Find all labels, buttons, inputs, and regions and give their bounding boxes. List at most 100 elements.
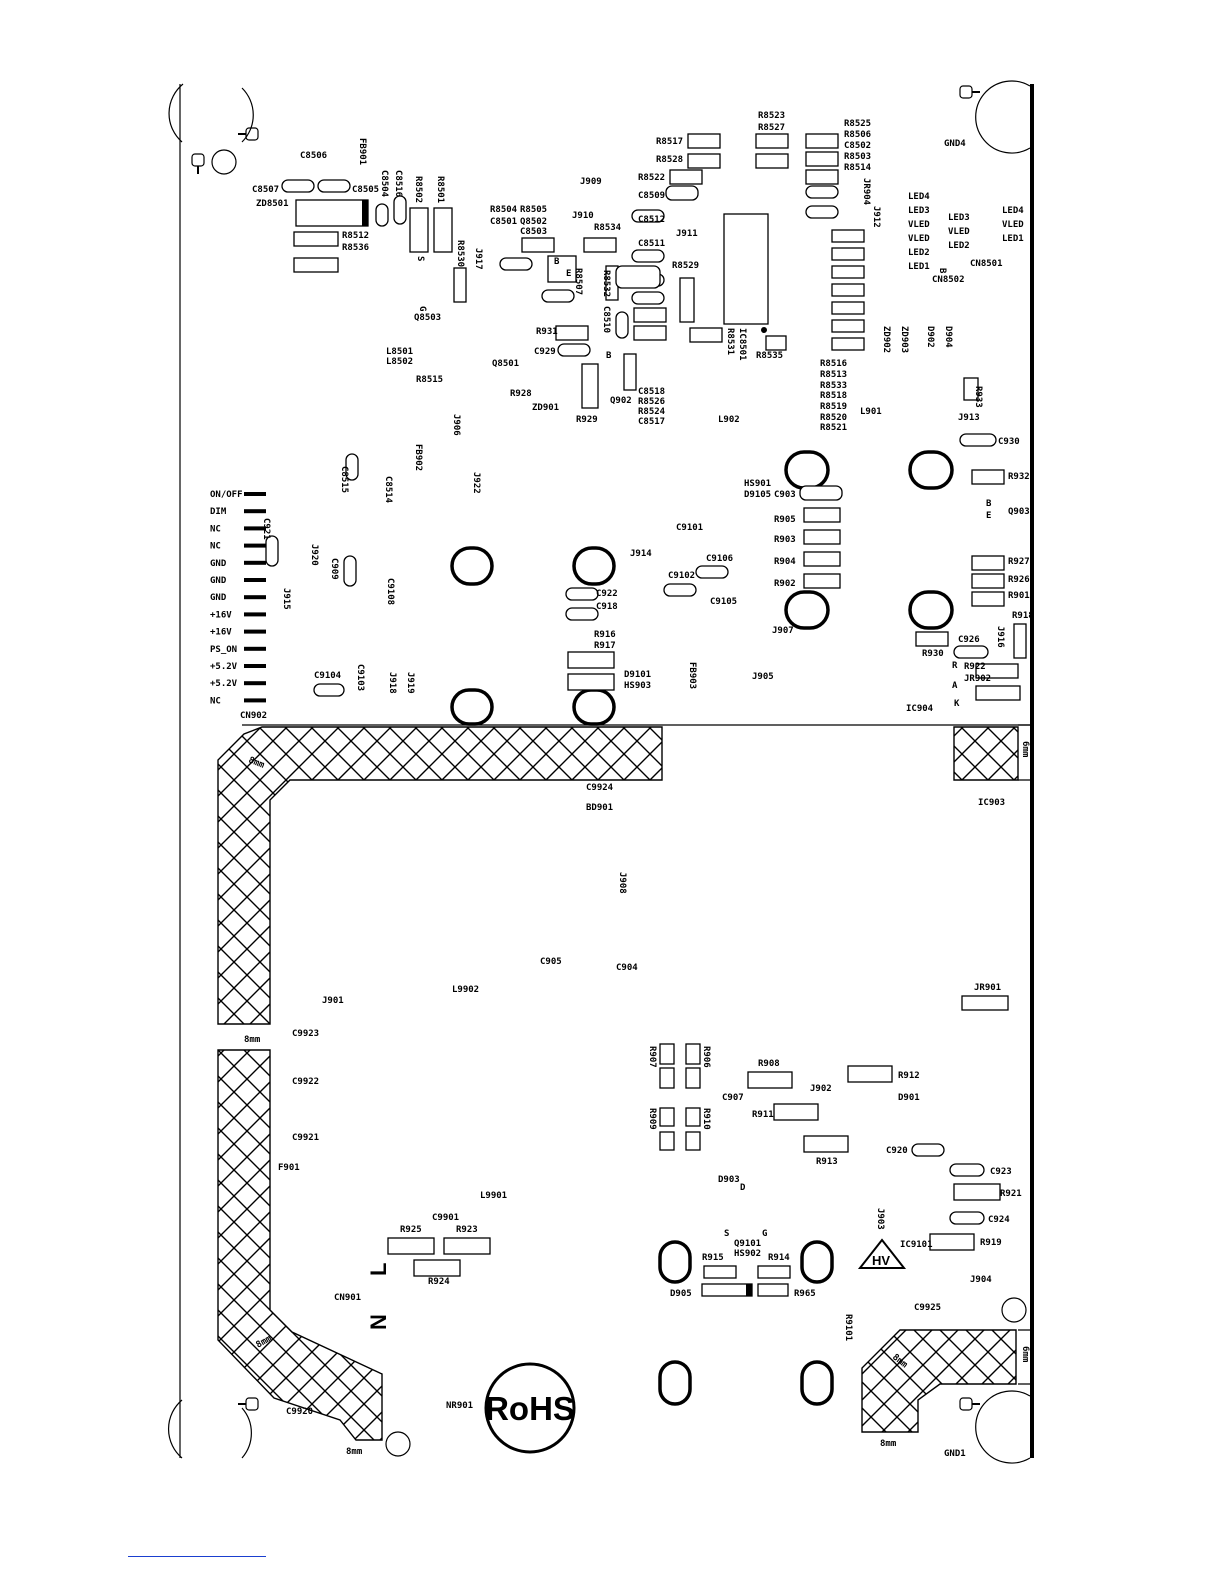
- pin-letter-q8502-b: B: [554, 257, 560, 267]
- smd-pad: [343, 555, 357, 587]
- smd-pad: [547, 255, 577, 283]
- component-label-c9920: C9920: [286, 1407, 313, 1417]
- smd-pad: [659, 1043, 675, 1065]
- cn902-pin-name: NC: [210, 696, 221, 706]
- component-label-j907: J907: [772, 626, 794, 636]
- component-label-r914: R914: [768, 1253, 790, 1263]
- component-label-r8505: R8505: [520, 205, 547, 215]
- component-label-d901: D901: [898, 1093, 920, 1103]
- component-label-r903: R903: [774, 535, 796, 545]
- smd-pad: [765, 335, 787, 351]
- smd-pad: [847, 1065, 893, 1083]
- smd-pad: [831, 301, 865, 315]
- component-label-jr902: JR902: [964, 674, 991, 684]
- smd-pad: [831, 229, 865, 243]
- smd-pad: [773, 1103, 819, 1121]
- slot-cutouts: [450, 450, 954, 1406]
- cn902-pin-stub: [244, 612, 266, 617]
- component-label-c920: C920: [886, 1146, 908, 1156]
- component-label-r8513: R8513: [820, 370, 847, 380]
- smd-pad: [663, 583, 697, 597]
- component-label-c921: C921: [261, 518, 271, 540]
- component-label-c8507: C8507: [252, 185, 279, 195]
- component-label-r916: R916: [594, 630, 616, 640]
- component-label-r933: R933: [973, 386, 983, 408]
- cn902-pin-name: ON/OFF: [210, 490, 243, 500]
- component-label-j905: J905: [752, 672, 774, 682]
- component-label-j915: J915: [281, 588, 291, 610]
- component-label-j904: J904: [970, 1275, 992, 1285]
- component-label-fb903: FB903: [687, 662, 697, 689]
- component-label-c9106: C9106: [706, 554, 733, 564]
- component-label-c8504: C8504: [379, 170, 389, 198]
- board-outline: [179, 84, 1034, 1458]
- component-label-r906: R906: [701, 1046, 711, 1068]
- smd-pad: [293, 257, 339, 273]
- pin-letter-q8503-s: S: [415, 256, 425, 261]
- component-label-j906: J906: [451, 414, 461, 436]
- component-label-r930: R930: [922, 649, 944, 659]
- component-label-j909: J909: [580, 177, 602, 187]
- zd8501-diode: [295, 199, 369, 227]
- component-label-c8514: C8514: [383, 476, 393, 504]
- component-label-cn902: CN902: [240, 711, 267, 721]
- isolation-zone: [217, 724, 1032, 1441]
- component-label-r905: R905: [774, 515, 796, 525]
- smd-pad: [915, 631, 949, 647]
- component-label-r8532: R8532: [601, 270, 611, 297]
- component-label-d902: D902: [925, 326, 935, 348]
- smd-pad: [631, 249, 665, 263]
- smd-pad: [803, 529, 841, 545]
- component-label-r8503: R8503: [844, 152, 871, 162]
- smd-pad: [689, 327, 723, 343]
- component-label-r8535: R8535: [756, 351, 783, 361]
- component-label-hs901: HS901: [744, 479, 771, 489]
- component-label-c907: C907: [722, 1093, 744, 1103]
- component-label-r8522: R8522: [638, 173, 665, 183]
- smd-pad: [963, 377, 979, 401]
- smd-pad: [959, 433, 997, 447]
- cn8501-pin-name-left: LED4: [908, 192, 930, 202]
- smd-pad: [615, 311, 629, 339]
- smd-pad: [953, 645, 989, 659]
- component-label-r8520: R8520: [820, 413, 847, 423]
- smd-pad: [757, 1283, 789, 1297]
- component-label-r8521: R8521: [820, 423, 847, 433]
- component-label-r8514: R8514: [844, 163, 872, 173]
- cn902-pin-name: GND: [210, 559, 227, 569]
- component-label-r902: R902: [774, 579, 796, 589]
- smd-pad: [805, 169, 839, 185]
- pin-letter-q9101-s: S: [724, 1229, 729, 1239]
- smd-pad: [565, 587, 599, 601]
- smd-pad: [803, 1135, 849, 1153]
- component-label-d904: D904: [943, 326, 953, 348]
- component-label-c9104: C9104: [314, 671, 342, 681]
- component-label-r929: R929: [576, 415, 598, 425]
- cn902-pin-stub: [244, 681, 266, 686]
- mains-neutral-label: N: [366, 1314, 391, 1330]
- mains-line-label: L: [366, 1263, 391, 1276]
- component-label-r919: R919: [980, 1238, 1002, 1248]
- smd-pad: [757, 1265, 791, 1279]
- component-label-l8501: L8501: [386, 347, 413, 357]
- smd-pad: [499, 257, 533, 271]
- component-label-c8518: C8518: [638, 387, 665, 397]
- smd-pad: [281, 179, 315, 193]
- smd-pad: [685, 1107, 701, 1127]
- component-label-gnd1: GND1: [944, 1449, 966, 1459]
- ic8501-body: [723, 213, 769, 333]
- component-label-gnd4: GND4: [944, 139, 966, 149]
- component-label-c904: C904: [616, 963, 638, 973]
- smd-pad: [631, 209, 665, 223]
- hv-warning-icon: HV: [857, 1238, 907, 1269]
- cn8501-pin-name-left: LED1: [908, 262, 930, 272]
- smd-pad: [975, 685, 1021, 701]
- smd-pad: [631, 291, 665, 305]
- cn902-pin-stub: [244, 664, 266, 668]
- smd-pad: [409, 207, 429, 253]
- cn8501-pin-names: LED4LED3VLEDVLEDLED2LED1LED4VLEDLED1LED3…: [908, 192, 1024, 272]
- component-label-c918: C918: [596, 602, 618, 612]
- component-label-r8530: R8530: [455, 240, 465, 267]
- clearance-label-side: 6mm: [1020, 741, 1030, 758]
- smd-pad: [949, 1211, 985, 1225]
